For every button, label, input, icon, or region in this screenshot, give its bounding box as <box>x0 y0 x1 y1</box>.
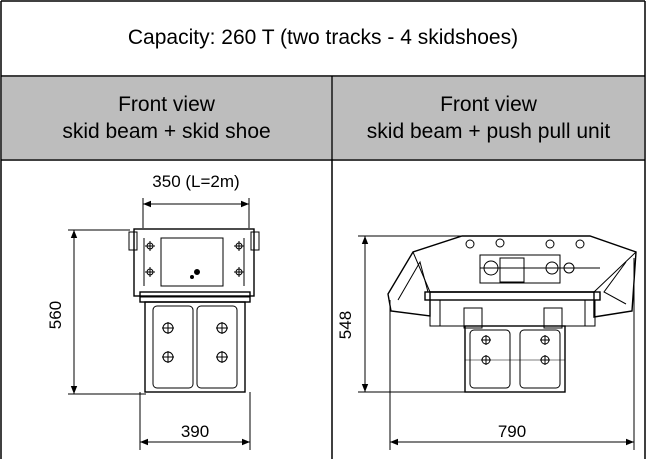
dimension-width-bottom-right: 790 <box>497 422 527 441</box>
column-header-line2: skid beam + skid shoe <box>62 120 271 143</box>
push-pull-unit-drawing <box>387 235 637 393</box>
dimension-height-right: 548 <box>336 310 356 340</box>
column-header-line2: skid beam + push pull unit <box>366 120 611 143</box>
column-header-line1: Front view <box>118 93 215 116</box>
column-header-line1: Front view <box>440 93 537 116</box>
column-header-skid-shoe: Front view skid beam + skid shoe <box>2 77 331 159</box>
left-dimensions <box>68 198 251 450</box>
dimension-height-left: 560 <box>46 300 66 330</box>
dimension-width-bottom-left: 390 <box>180 422 210 441</box>
capacity-title: Capacity: 260 T (two tracks - 4 skidshoe… <box>127 25 519 49</box>
column-header-push-pull: Front view skid beam + push pull unit <box>333 77 644 159</box>
right-dimensions <box>358 235 635 450</box>
skid-shoe-drawing <box>128 228 260 393</box>
dimension-width-top: 350 (L=2m) <box>152 172 240 191</box>
